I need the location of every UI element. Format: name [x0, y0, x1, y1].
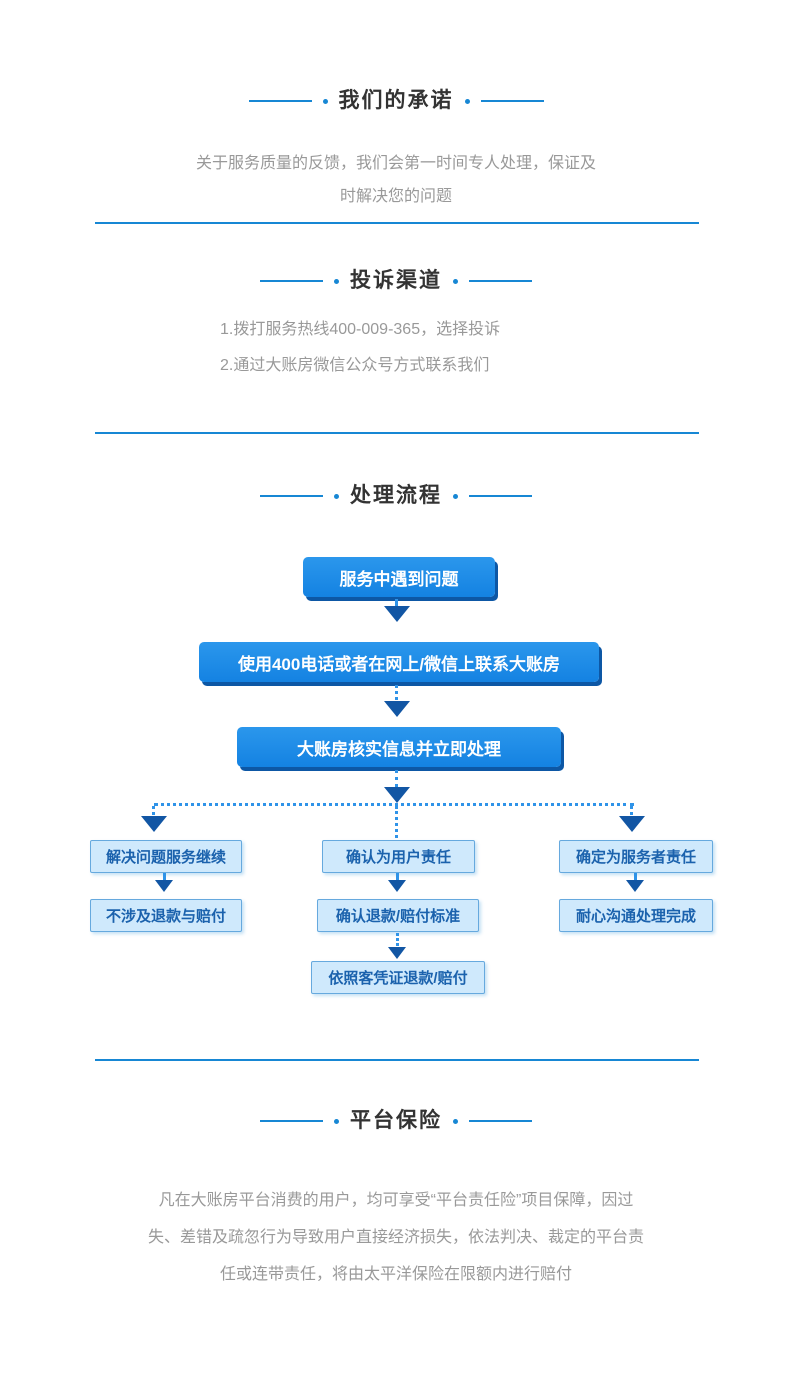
flow-connector — [395, 770, 398, 787]
flow-connector — [395, 806, 398, 838]
promise-title: 我们的承诺 — [338, 89, 454, 112]
heading-dot-left — [334, 493, 339, 499]
heading-line-left — [260, 280, 323, 282]
flow-node-resolved: 解决问题服务继续 — [90, 840, 242, 873]
heading-dot-right — [453, 278, 458, 284]
flow-node-provider-responsibility: 确定为服务者责任 — [559, 840, 713, 873]
arrow-down-icon — [626, 880, 644, 892]
flow-step-verify: 大账房核实信息并立即处理 — [237, 727, 561, 767]
insurance-body-text: 凡在大账房平台消费的用户，均可享受“平台责任险”项目保障，因过失、差错及疏忽行为… — [147, 1192, 644, 1283]
heading-dot-left — [334, 278, 339, 284]
flow-connector — [152, 806, 155, 815]
flow-step-problem: 服务中遇到问题 — [303, 557, 495, 597]
heading-line-right — [469, 1120, 532, 1122]
flow-node-communication-done: 耐心沟通处理完成 — [559, 899, 713, 932]
flow-connector — [396, 873, 399, 879]
heading-line-left — [260, 1120, 323, 1122]
flow-node-voucher-refund: 依照客凭证退款/赔付 — [311, 961, 485, 994]
section-divider — [95, 222, 699, 224]
flow-step-contact: 使用400电话或者在网上/微信上联系大账房 — [199, 642, 599, 682]
heading-line-left — [248, 100, 312, 102]
arrow-down-icon — [619, 816, 645, 832]
flow-node-user-responsibility: 确认为用户责任 — [322, 840, 475, 873]
channel-list: 1.拨打服务热线400-009-365，选择投诉 2.通过大账房微信公众号方式联… — [0, 312, 792, 384]
arrow-down-icon — [384, 701, 410, 717]
flow-connector — [163, 873, 166, 879]
flow-connector — [634, 873, 637, 879]
heading-line-right — [480, 100, 544, 102]
flow-connector — [396, 933, 399, 946]
heading-dot-left — [322, 98, 328, 104]
flow-connector — [395, 599, 398, 606]
process-section-heading: 处理流程 — [0, 481, 792, 511]
process-flowchart: 服务中遇到问题 使用400电话或者在网上/微信上联系大账房 大账房核实信息并立即… — [0, 540, 792, 1005]
promise-body-text: 关于服务质量的反馈，我们会第一时间专人处理，保证及时解决您的问题 — [195, 155, 596, 205]
insurance-title: 平台保险 — [350, 1109, 442, 1132]
flow-connector — [395, 685, 398, 700]
heading-dot-right — [464, 98, 470, 104]
insurance-section-heading: 平台保险 — [0, 1106, 792, 1136]
section-divider — [95, 432, 699, 434]
channels-title: 投诉渠道 — [350, 269, 442, 292]
heading-dot-right — [453, 1118, 458, 1124]
heading-dot-right — [453, 493, 458, 499]
heading-dot-left — [334, 1118, 339, 1124]
flow-connector — [630, 806, 633, 815]
flow-node-refund-standard: 确认退款/赔付标准 — [317, 899, 479, 932]
flow-branch-line — [154, 803, 634, 806]
channel-item-hotline: 1.拨打服务热线400-009-365，选择投诉 — [220, 321, 501, 338]
promise-section-heading: 我们的承诺 — [0, 86, 792, 116]
heading-line-right — [469, 495, 532, 497]
arrow-down-icon — [388, 880, 406, 892]
arrow-down-icon — [141, 816, 167, 832]
arrow-down-icon — [384, 606, 410, 622]
channels-section-heading: 投诉渠道 — [0, 266, 792, 296]
heading-line-right — [469, 280, 532, 282]
flow-node-no-refund: 不涉及退款与赔付 — [90, 899, 242, 932]
process-title: 处理流程 — [350, 484, 442, 507]
heading-line-left — [260, 495, 323, 497]
arrow-down-icon — [388, 947, 406, 959]
channel-item-wechat: 2.通过大账房微信公众号方式联系我们 — [220, 357, 490, 374]
arrow-down-icon — [155, 880, 173, 892]
section-divider — [95, 1059, 699, 1061]
arrow-down-icon — [384, 787, 410, 803]
